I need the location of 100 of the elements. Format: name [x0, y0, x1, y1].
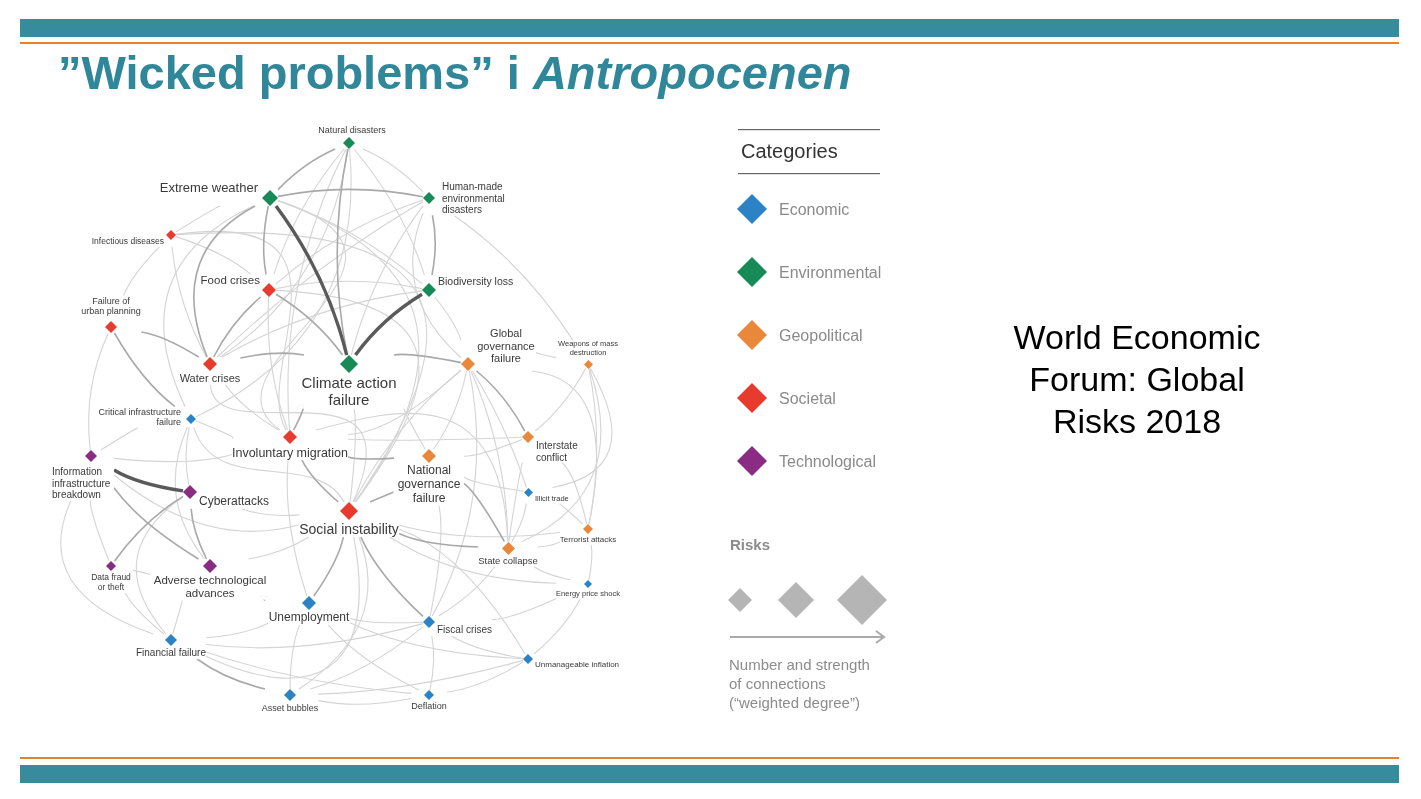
node-label: Infectious diseases	[91, 237, 164, 247]
risk-node	[556, 340, 620, 369]
connection-line	[248, 536, 310, 560]
connection-line	[275, 280, 423, 290]
connection-line	[175, 205, 222, 233]
connection-line	[60, 499, 154, 635]
connection-line	[453, 214, 574, 341]
node-label: Data fraud or theft	[89, 573, 133, 593]
connection-line	[113, 453, 233, 463]
size-legend-caption: Number and strength of connections (“weighted degree”)	[729, 655, 871, 712]
connection-line	[140, 331, 200, 358]
legend-label: Societal	[779, 388, 836, 408]
legend-heading: Categories	[741, 139, 838, 163]
connection-line	[205, 651, 412, 694]
connection-line	[521, 367, 602, 543]
connection-line	[353, 369, 462, 503]
connection-line	[398, 524, 561, 538]
connection-line	[315, 413, 509, 543]
connection-line	[221, 290, 423, 358]
connection-line	[113, 332, 176, 408]
connection-line	[277, 200, 420, 503]
node-label: Involuntary migration	[232, 445, 348, 461]
risk-node	[461, 327, 536, 371]
connection-line	[123, 246, 160, 297]
risk-node	[159, 180, 278, 206]
connection-line	[171, 246, 207, 358]
connection-line	[446, 661, 524, 693]
connection-line	[588, 367, 598, 525]
risk-node	[135, 634, 206, 659]
connection-line	[431, 370, 478, 617]
connection-line	[262, 205, 270, 276]
connection-line	[224, 383, 279, 431]
risk-node	[89, 561, 133, 593]
connection-line	[431, 214, 436, 276]
connection-line	[389, 536, 557, 584]
connection-line	[205, 536, 360, 679]
connection-line	[175, 230, 292, 431]
connection-line	[113, 486, 200, 560]
risk-node	[232, 430, 348, 461]
node-label: Biodiversity loss	[438, 274, 514, 288]
connection-line	[475, 370, 526, 432]
risk-node	[293, 355, 405, 409]
node-label: Asset bubbles	[261, 702, 319, 714]
risk-node	[261, 689, 319, 714]
node-label: Failure of urban planning	[80, 295, 142, 317]
connection-line	[113, 495, 184, 562]
node-label: Adverse technological advances	[150, 573, 270, 601]
connection-line	[175, 236, 252, 275]
connection-line	[287, 148, 347, 431]
connection-line	[260, 200, 346, 431]
risk-node	[299, 502, 399, 538]
connection-line	[301, 459, 340, 503]
connection-line	[286, 459, 308, 597]
connection-line	[450, 635, 524, 659]
node-label: Deflation	[411, 700, 447, 712]
connection-line	[537, 541, 561, 548]
risk-node	[559, 524, 617, 545]
connection-line	[113, 474, 300, 532]
node-label: Unemployment	[268, 611, 350, 625]
risk-node	[80, 295, 142, 333]
connection-line	[412, 212, 462, 359]
connection-line	[89, 499, 110, 562]
connection-line	[347, 436, 523, 441]
connection-line	[88, 332, 109, 451]
connection-line	[313, 536, 345, 597]
connection-line	[277, 148, 337, 191]
connection-line	[433, 370, 468, 450]
risk-node	[422, 274, 514, 297]
connection-line	[533, 597, 582, 655]
node-label: Natural disasters	[318, 124, 386, 136]
connection-line	[216, 200, 424, 358]
connection-line	[491, 597, 558, 621]
node-label: State collapse	[478, 555, 538, 567]
node-label: Social instability	[299, 520, 399, 538]
connection-line	[239, 352, 305, 359]
legend-label: Economic	[779, 199, 850, 219]
connection-line	[135, 496, 184, 635]
connection-line	[275, 293, 344, 356]
connection-line	[212, 296, 262, 358]
connection-line	[403, 406, 426, 450]
connection-line	[327, 624, 420, 691]
connection-line	[100, 426, 139, 451]
connection-line	[348, 621, 524, 660]
legend-label: Environmental	[779, 262, 882, 282]
connection-line	[369, 491, 395, 503]
connection-line	[113, 468, 184, 493]
source-note: World Economic Forum: Global Risks 2018	[1012, 317, 1262, 442]
connection-line	[429, 505, 442, 617]
connection-line	[298, 536, 369, 690]
connection-line	[511, 502, 527, 543]
connection-line	[463, 482, 506, 543]
connection-line	[360, 536, 424, 618]
connection-line	[274, 205, 349, 356]
risk-node	[423, 616, 492, 636]
node-label: Terrorist attacks	[559, 535, 617, 545]
risk-node	[183, 485, 270, 509]
slide-title: ”Wicked problems” i Antropocenen	[58, 46, 852, 100]
connection-line	[347, 369, 462, 436]
connection-line	[275, 289, 419, 503]
connection-line	[195, 657, 266, 690]
